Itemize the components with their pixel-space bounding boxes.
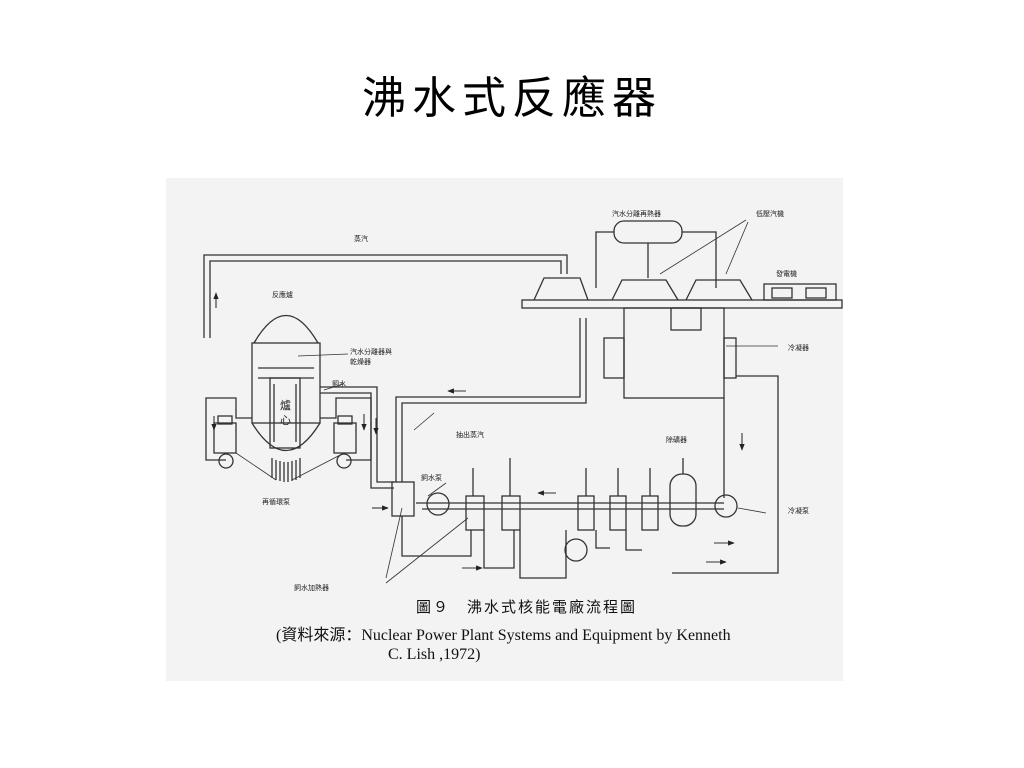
hp-turbine — [533, 277, 589, 301]
label-core-2: 心 — [280, 414, 291, 427]
label-separator-dryer: 汽水分離器與 — [350, 347, 392, 356]
slide-title: 沸水式反應器 — [362, 73, 662, 124]
label-feedwater: 飼水 — [332, 379, 346, 388]
label-reactor: 反應爐 — [272, 290, 293, 299]
label-recirc-pump: 再循環泵 — [262, 497, 290, 506]
condensate-pipe — [416, 398, 725, 510]
feedwater-heater-1 — [465, 468, 485, 531]
feedwater-heater-2 — [501, 458, 521, 531]
label-extraction-steam: 抽出蒸汽 — [456, 430, 484, 439]
condenser — [603, 307, 737, 399]
label-lp-turbine: 低壓汽機 — [756, 209, 784, 218]
figure-source-line-2: C. Lish ,1972) — [388, 646, 481, 663]
feedwater-heater-3 — [577, 468, 595, 531]
label-msr: 汽水分離再熱器 — [612, 209, 661, 218]
feedwater-pump — [391, 481, 450, 517]
figure-source-line-1: (資料來源：Nuclear Power Plant Systems and Eq… — [276, 627, 731, 644]
recirculation-loop-right — [320, 397, 372, 469]
extraction-steam-pipe — [395, 318, 587, 482]
cooling-water-pipe — [672, 375, 779, 574]
heater-drain-pump — [564, 538, 588, 562]
figure-caption: 圖９ 沸水式核能電廠流程圖 — [416, 600, 638, 616]
feedwater-heater-4 — [609, 468, 627, 531]
feedwater-heater-5 — [641, 468, 659, 531]
reactor-vessel — [251, 315, 321, 451]
condensate-pump — [714, 494, 738, 518]
main-steam-pipe — [203, 254, 568, 338]
label-separator-dryer-2: 乾燥器 — [350, 357, 371, 366]
moisture-separator-reheater — [595, 220, 717, 288]
label-condenser: 冷凝器 — [788, 343, 809, 352]
lp-turbine-2 — [685, 279, 753, 301]
label-feedwater-heaters: 飼水加熱器 — [294, 583, 329, 592]
heater-drain-pipes — [401, 516, 642, 579]
demineralizer — [669, 458, 697, 527]
turbine-deck — [521, 299, 843, 309]
control-rod-drives — [271, 458, 301, 482]
bwr-flow-diagram: 蒸汽 反應爐 汽水分離器與 乾燥器 飼水 爐 心 再循環泵 抽出蒸汽 飼水泵 飼… — [203, 209, 843, 592]
label-feedwater-pump: 飼水泵 — [421, 473, 442, 482]
feedwater-return-pipe — [320, 386, 394, 489]
lp-turbine-1 — [611, 279, 679, 301]
label-demineralizer: 除礦器 — [666, 435, 687, 444]
label-steam: 蒸汽 — [354, 234, 368, 243]
generator — [763, 283, 837, 301]
label-core-1: 爐 — [280, 398, 291, 412]
label-condensate-pump: 冷凝泵 — [788, 506, 809, 515]
recirculation-loop-left — [205, 397, 252, 469]
label-generator: 發電機 — [776, 269, 797, 278]
bwr-flow-diagram-figure: 蒸汽 反應爐 汽水分離器與 乾燥器 飼水 爐 心 再循環泵 抽出蒸汽 飼水泵 飼… — [166, 178, 851, 681]
